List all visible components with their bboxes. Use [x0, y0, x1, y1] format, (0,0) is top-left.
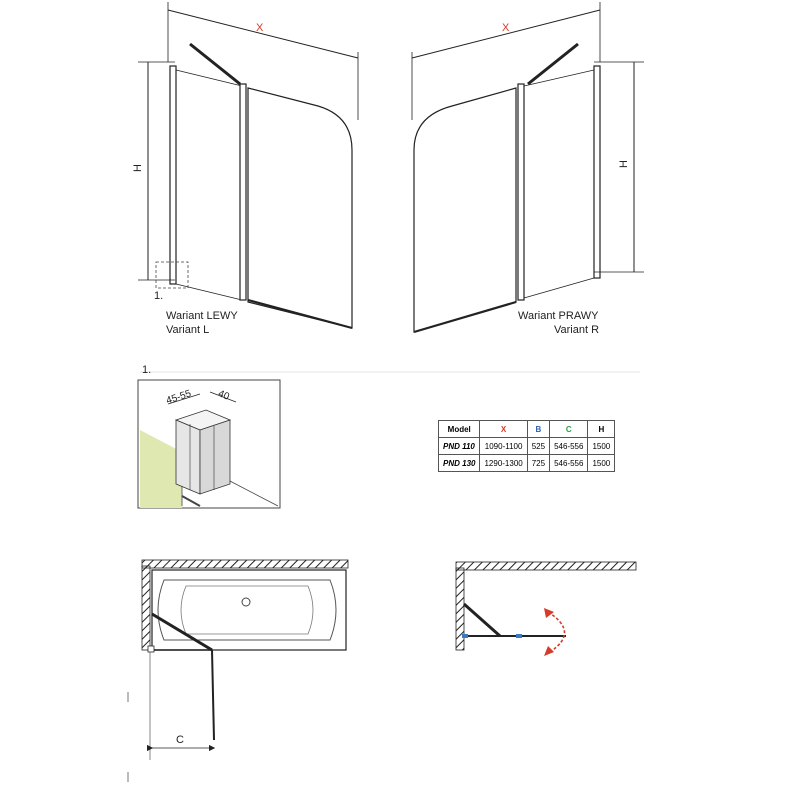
header-x: X [479, 420, 528, 438]
wall-side-hatch-right [455, 567, 465, 651]
header-h: H [587, 420, 616, 438]
cell-c: 546-556 [549, 437, 589, 455]
variant-right-pl: Wariant PRAWY [518, 310, 599, 322]
x-dimension-line-left [167, 9, 359, 59]
table-header-row: Model X B C H [437, 420, 616, 438]
h-label-left: H [131, 164, 144, 172]
bathtub-outline [151, 569, 347, 651]
wall-top-hatch [141, 559, 349, 569]
variant-left-elevation [138, 2, 359, 330]
h-label-right: H [617, 160, 630, 168]
swing-panel-plan [211, 649, 215, 741]
header-c: C [549, 420, 589, 438]
cell-h: 1500 [587, 437, 616, 455]
wall-top-hatch-right [455, 561, 637, 571]
hinge-profile-left [239, 83, 247, 301]
cell-x: 1090-1100 [479, 437, 528, 455]
detail-ref-label: 1. [154, 290, 164, 302]
plan-view-left [127, 559, 349, 782]
detail-1-illustration [137, 379, 281, 509]
header-b: B [526, 420, 551, 438]
table-row: PND 130 1290-1300 725 546-556 1500 [437, 454, 616, 472]
variant-right-elevation [411, 2, 644, 334]
spec-table: Model X B C H PND 110 1090-1100 525 546-… [437, 420, 616, 472]
variant-left-pl: Wariant LEWY [166, 310, 238, 322]
detail-box [155, 261, 189, 289]
wall-side-hatch [141, 565, 151, 651]
drain-icon [241, 597, 251, 607]
support-arm-plan [151, 612, 213, 652]
cell-b: 725 [526, 454, 551, 472]
support-arm-right [527, 42, 579, 86]
bathtub-inner [157, 579, 337, 641]
fixed-panel-right [593, 65, 601, 279]
hinge-profile-right [517, 83, 525, 301]
swing-panel-right [413, 87, 517, 333]
x-label-right: X [502, 22, 510, 34]
support-arm-left [189, 42, 241, 86]
variant-left-en: Variant L [166, 324, 210, 336]
wall-fill [140, 430, 182, 508]
rotation-arrow-icon [547, 611, 566, 653]
header-model: Model [437, 420, 481, 438]
cell-h: 1500 [587, 454, 616, 472]
cell-x: 1290-1300 [479, 454, 528, 472]
c-label: C [176, 734, 184, 746]
detail-header: 1. [142, 364, 152, 376]
cell-model: PND 110 [437, 437, 481, 455]
table-row: PND 110 1090-1100 525 546-556 1500 [437, 437, 616, 455]
plan-view-right [455, 561, 637, 656]
variant-right-en: Variant R [554, 324, 600, 336]
support-arm-plan-right [463, 602, 501, 638]
cell-c: 546-556 [549, 454, 589, 472]
x-label-left: X [256, 22, 264, 34]
swing-panel-left [247, 87, 353, 329]
fixed-panel-left [169, 65, 177, 285]
x-dimension-line-right [411, 9, 601, 59]
cell-b: 525 [526, 437, 551, 455]
cell-model: PND 130 [437, 454, 481, 472]
